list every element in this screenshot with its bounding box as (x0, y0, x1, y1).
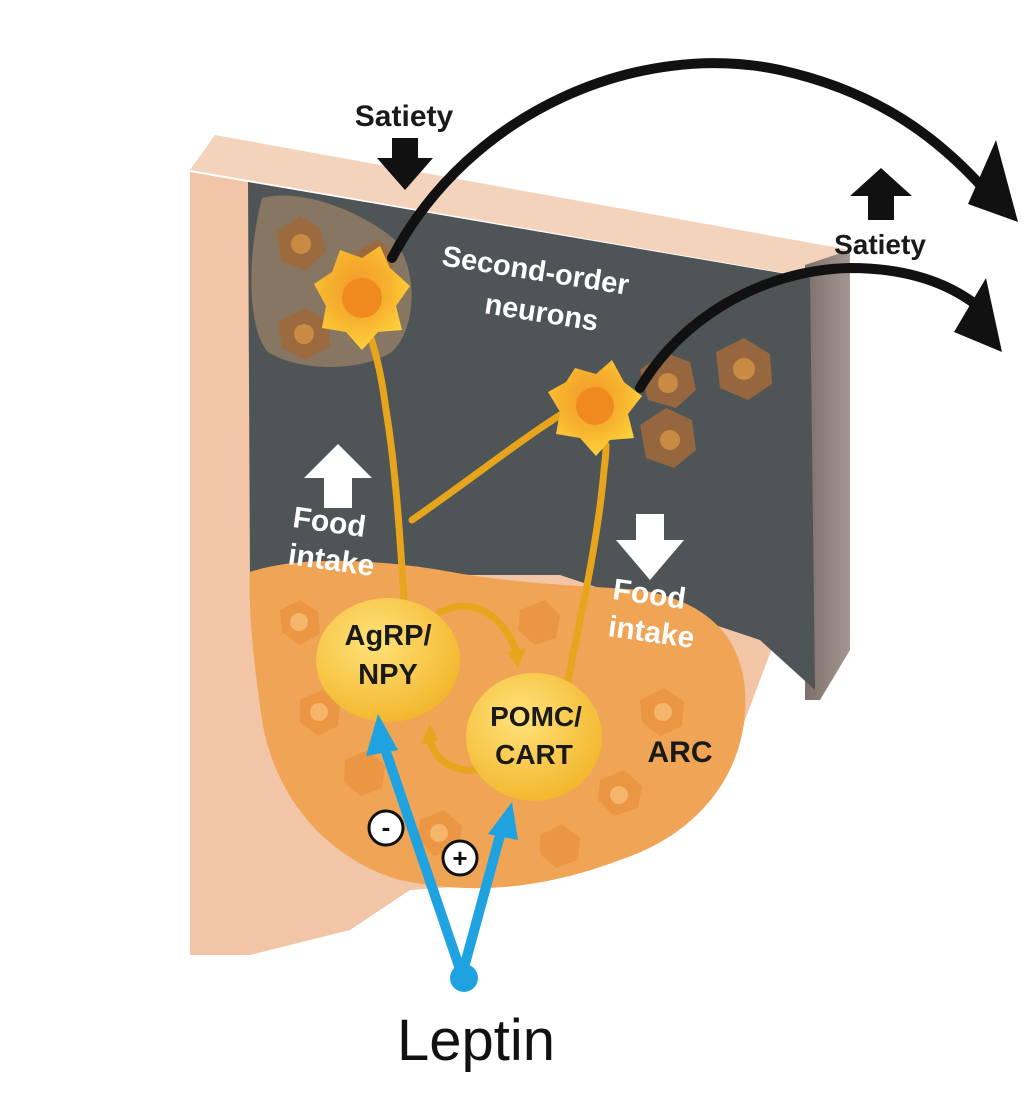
leptin-pathway (366, 714, 518, 992)
arc-nuclei (290, 613, 672, 842)
upper-arrowhead (968, 140, 1018, 222)
brain-right-wall (805, 250, 850, 700)
upper-second-order-neuron (314, 246, 410, 350)
satiety-right-label: Satiety (834, 229, 926, 260)
leptin-to-pomc-line (457, 823, 507, 980)
lower-arrowhead (954, 278, 1002, 352)
plus-sign: + (452, 843, 467, 873)
brain-top-face (190, 135, 850, 280)
leptin-to-agrp-line (377, 735, 467, 980)
agrp-label-line1: AgRP/ (345, 620, 432, 652)
leptin-pomc-arrowhead (488, 802, 518, 840)
upper-output-arrow (387, 58, 990, 263)
agrp-npy-neuron: AgRP/ NPY (316, 598, 460, 722)
pomc-label-line2: CART (495, 739, 573, 770)
agrp-axon-to-right-neuron (408, 408, 569, 524)
agrp-label-line2: NPY (358, 659, 418, 691)
minus-circle-icon: - (367, 809, 405, 847)
minus-sign: - (382, 812, 391, 842)
leptin-label: Leptin (397, 1008, 555, 1073)
satiety-top-label: Satiety (355, 100, 454, 133)
down-arrow-icon (377, 138, 433, 190)
pomc-cart-neuron: POMC/ CART (466, 673, 602, 801)
axon-terminals (420, 648, 526, 745)
down-arrow-icon (616, 514, 684, 580)
agrp-axon-to-upper-neuron (366, 331, 408, 602)
plus-circle-icon: + (441, 839, 479, 877)
right-second-order-neuron (548, 360, 642, 456)
up-arrow-icon (304, 444, 372, 508)
leptin-source-node (450, 964, 478, 992)
leptin-agrp-arrowhead (366, 714, 398, 756)
up-arrow-icon (850, 168, 912, 220)
brain-fold (190, 560, 340, 955)
satiety-output-arrows (387, 58, 1018, 393)
agrp-to-pomc-projection (436, 602, 520, 654)
axons (366, 331, 610, 774)
lower-output-arrow (635, 262, 990, 393)
arc-cell-texture (280, 600, 684, 868)
background-neuron-nuclei (291, 234, 755, 450)
pomc-label-line1: POMC/ (490, 701, 582, 732)
pomc-axon-to-right-neuron (562, 441, 610, 694)
arc-label: ARC (648, 736, 713, 769)
